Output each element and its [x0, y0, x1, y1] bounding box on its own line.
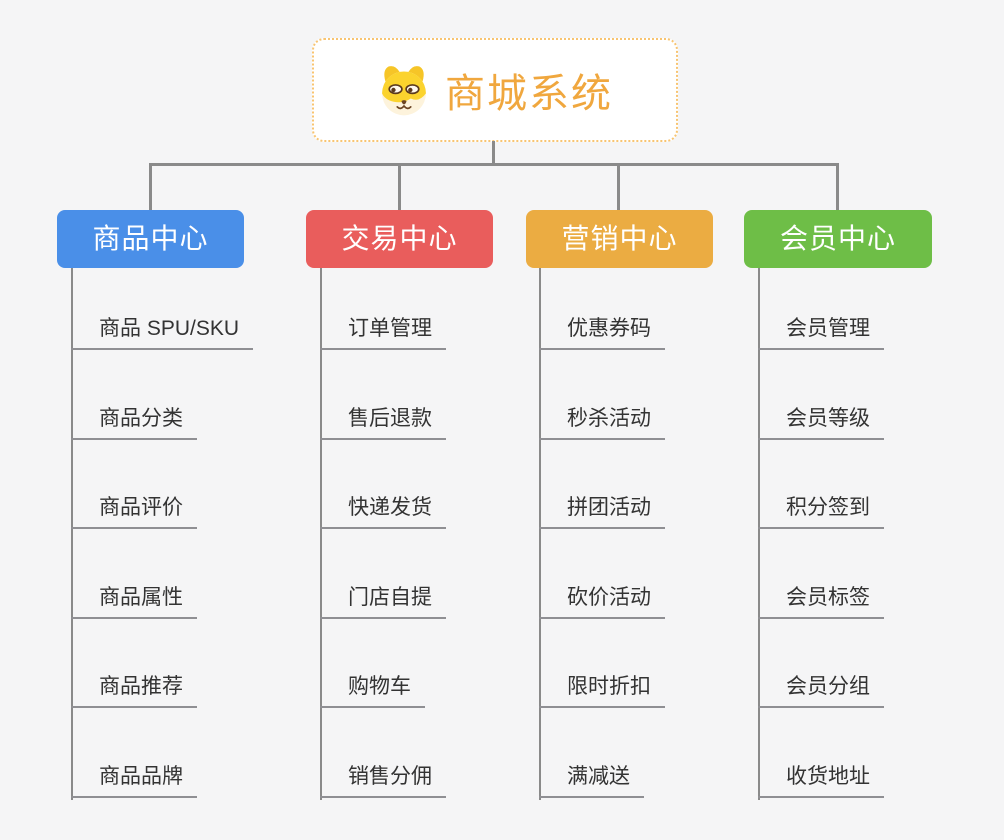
branch-item[interactable]: 会员标签	[758, 584, 884, 619]
branch-item[interactable]: 商品 SPU/SKU	[71, 315, 254, 350]
branch-item[interactable]: 商品分类	[71, 405, 197, 440]
branch-item[interactable]: 砍价活动	[539, 584, 665, 619]
connector-drop-trade	[398, 166, 401, 210]
root-title: 商城系统	[445, 72, 613, 116]
dog-face-icon	[377, 63, 431, 117]
connector-drop-products	[149, 166, 152, 210]
branch-item[interactable]: 门店自提	[320, 584, 446, 619]
branch-item[interactable]: 优惠券码	[539, 315, 665, 350]
connector-horizontal-line	[149, 163, 839, 166]
branch-item[interactable]: 积分签到	[758, 494, 884, 529]
branch-item[interactable]: 拼团活动	[539, 494, 665, 529]
branch-item[interactable]: 限时折扣	[539, 673, 665, 708]
branch-item[interactable]: 商品评价	[71, 494, 197, 529]
connector-drop-member	[836, 166, 839, 210]
branch-trunk-member	[758, 268, 760, 800]
branch-item[interactable]: 商品推荐	[71, 673, 197, 708]
branch-trunk-marketing	[539, 268, 541, 800]
branch-item[interactable]: 会员等级	[758, 405, 884, 440]
root-node[interactable]: 商城系统	[312, 38, 678, 142]
branch-item[interactable]: 销售分佣	[320, 763, 446, 798]
branch-header-marketing[interactable]: 营销中心	[526, 210, 713, 268]
branch-item[interactable]: 会员分组	[758, 673, 884, 708]
branch-item[interactable]: 售后退款	[320, 405, 446, 440]
branch-item[interactable]: 满减送	[539, 763, 644, 798]
branch-trunk-trade	[320, 268, 322, 800]
branch-item[interactable]: 快递发货	[320, 494, 446, 529]
branch-item[interactable]: 会员管理	[758, 315, 884, 350]
branch-item[interactable]: 订单管理	[320, 315, 446, 350]
branch-header-products[interactable]: 商品中心	[57, 210, 244, 268]
branch-header-trade[interactable]: 交易中心	[306, 210, 493, 268]
branch-item[interactable]: 收货地址	[758, 763, 884, 798]
branch-header-member[interactable]: 会员中心	[744, 210, 932, 268]
branch-item[interactable]: 商品属性	[71, 584, 197, 619]
connector-root-stub	[492, 141, 495, 163]
branch-item[interactable]: 秒杀活动	[539, 405, 665, 440]
connector-drop-marketing	[617, 166, 620, 210]
branch-trunk-products	[71, 268, 73, 800]
branch-item[interactable]: 商品品牌	[71, 763, 197, 798]
branch-item[interactable]: 购物车	[320, 673, 425, 708]
